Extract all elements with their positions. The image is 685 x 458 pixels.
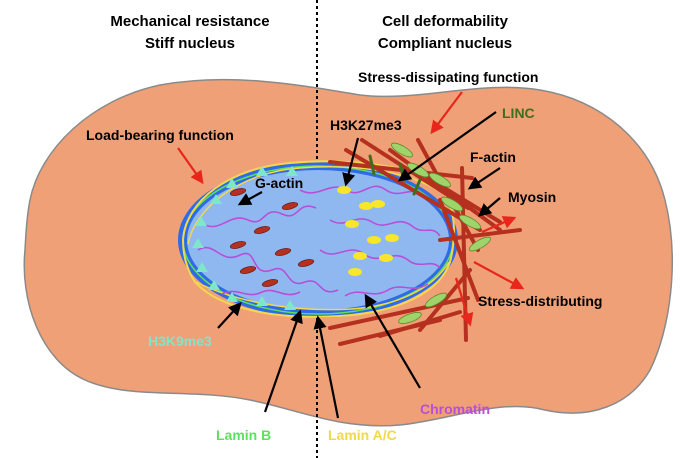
label-chromatin: Chromatin <box>420 401 490 417</box>
label-linc: LINC <box>502 105 535 121</box>
label-load-bearing: Load-bearing function <box>86 127 234 143</box>
header-left-line1: Mechanical resistance <box>110 13 269 30</box>
label-stress-dissipating: Stress-dissipating function <box>358 69 538 85</box>
lamin-ac-layer <box>181 160 455 318</box>
header-left-line2: Stiff nucleus <box>145 35 235 52</box>
label-h3k9me3: H3K9me3 <box>148 333 212 349</box>
header-right-line1: Cell deformability <box>382 13 509 30</box>
label-f-actin: F-actin <box>470 149 516 165</box>
label-g-actin: G-actin <box>255 175 303 191</box>
g-actin-monomers <box>229 188 315 287</box>
label-lamin-ac: Lamin A/C <box>328 427 397 443</box>
header-right-line2: Compliant nucleus <box>378 35 512 52</box>
label-lamin-b: Lamin B <box>216 427 271 443</box>
nucleus <box>178 160 458 318</box>
red-arrows <box>177 91 525 327</box>
myosin-motors <box>391 142 491 324</box>
label-myosin: Myosin <box>508 189 556 205</box>
label-stress-distributing: Stress-distributing <box>478 293 602 309</box>
label-h3k27me3: H3K27me3 <box>330 117 402 133</box>
black-arrows <box>217 111 501 419</box>
h3k27me3-marks <box>337 186 399 276</box>
h3k9me3-marks <box>192 166 298 310</box>
